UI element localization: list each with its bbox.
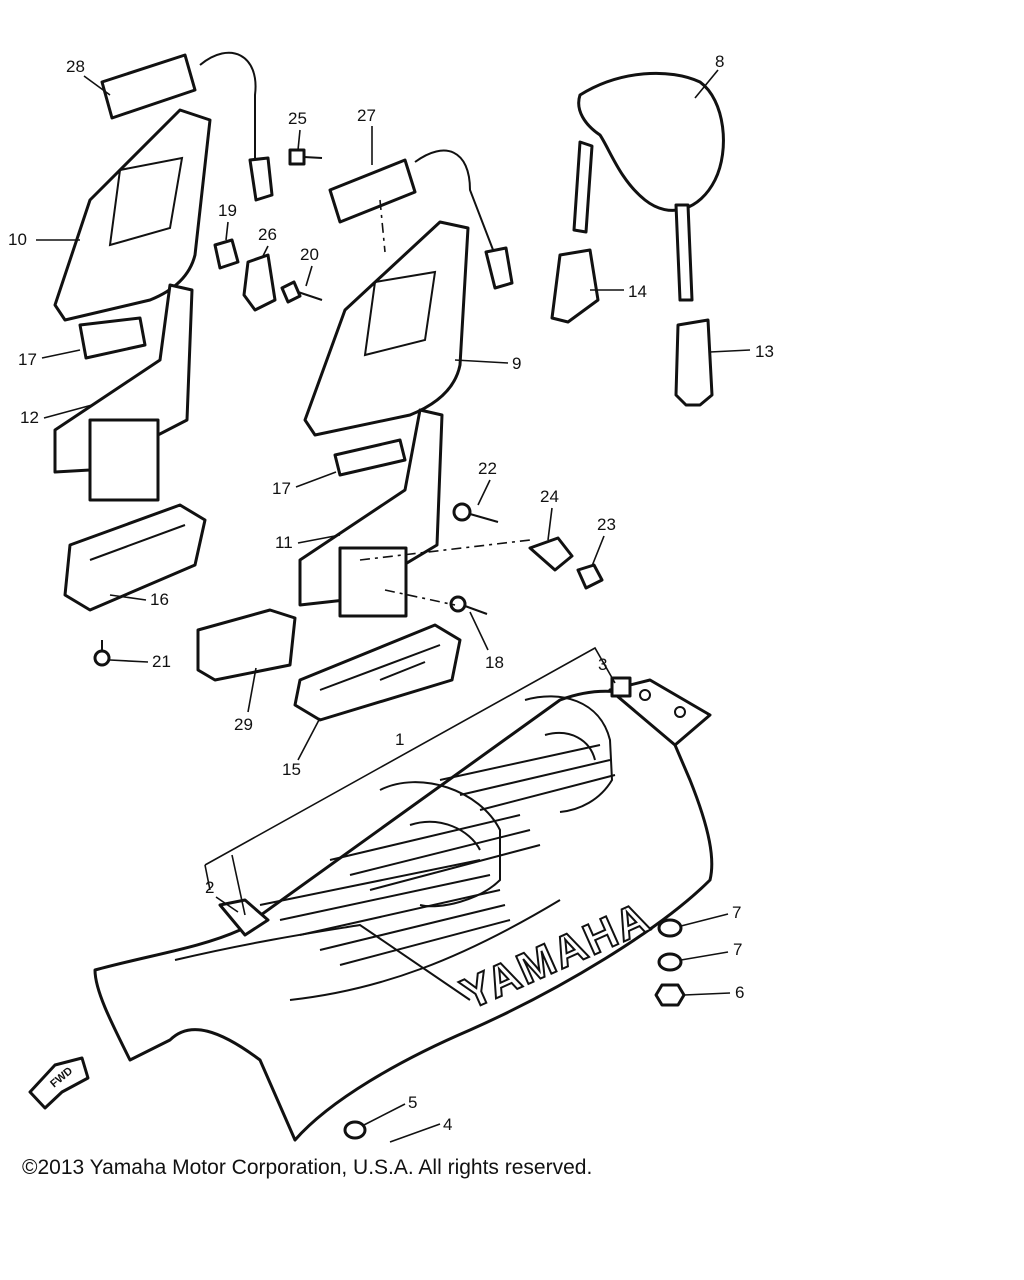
armrest-left [63,503,207,612]
callout-17: 17 [18,350,37,369]
washer [343,1120,367,1140]
nut [576,563,604,590]
armrest-right [293,623,462,722]
callout-26: 26 [258,225,277,244]
callout-10: 10 [8,230,27,249]
cover-plate [196,608,297,682]
callout-24: 24 [540,487,559,506]
nut [654,983,686,1007]
callout-19: 19 [218,201,237,220]
callout-8: 8 [715,52,724,71]
callout-27: 27 [357,106,376,125]
callout-7: 7 [732,903,741,922]
bolt [452,502,499,523]
taillight-assembly-left [100,51,274,202]
seat-bracket-left [53,283,194,502]
parts-diagram: YAMAHA [8,51,774,1143]
callout-14: 14 [628,282,647,301]
callout-23: 23 [597,515,616,534]
collar [213,238,240,270]
callout-16: 16 [150,590,169,609]
callout-17: 17 [272,479,291,498]
callout-13: 13 [755,342,774,361]
callout-29: 29 [234,715,253,734]
seat-bracket-right [298,408,444,618]
bolt [288,148,323,166]
seat-bracket [608,676,712,747]
bolt [280,280,323,304]
callout-9: 9 [512,354,521,373]
taillight-assembly-right [328,149,514,290]
callout-18: 18 [485,653,504,672]
seat: YAMAHA [93,689,714,1142]
copyright-notice: ©2013 Yamaha Motor Corporation, U.S.A. A… [22,1156,593,1179]
callout-3: 3 [598,655,607,674]
clamp [242,253,277,312]
callout-28: 28 [66,57,85,76]
washer [657,918,683,938]
callout-2: 2 [205,878,214,897]
callout-11: 11 [275,533,293,552]
bolt [93,640,111,667]
collar [528,536,574,572]
callout-25: 25 [288,109,307,128]
rubber-boot [674,318,714,407]
callout-12: 12 [20,408,39,427]
cushion-pad [78,316,147,360]
cushion-pad [333,438,407,477]
rubber-boot [550,248,600,324]
callout-21: 21 [152,652,171,671]
backrest-pad [572,71,725,302]
callout-22: 22 [478,459,497,478]
callout-20: 20 [300,245,319,264]
forward-arrow-icon: FWD [28,1056,90,1110]
callout-6: 6 [735,983,744,1002]
callout-5: 5 [408,1093,417,1112]
callouts: 1 2 3 4 5 6 7 7 8 9 10 11 12 13 14 15 16… [8,52,774,1143]
washer [657,952,683,972]
side-cover-right [303,220,470,437]
callout-4: 4 [443,1115,452,1134]
callout-15: 15 [282,760,301,779]
callout-7: 7 [733,940,742,959]
callout-1: 1 [395,730,404,749]
bolt [449,595,488,615]
